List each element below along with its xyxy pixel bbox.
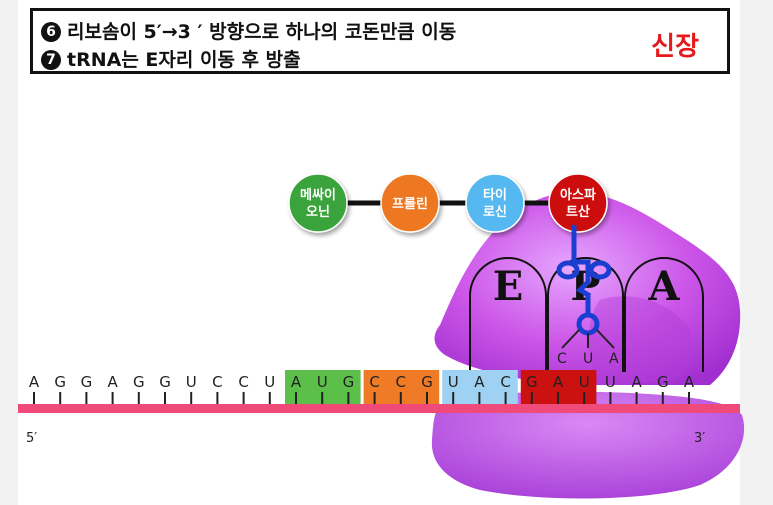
step-7-number: 7 <box>41 50 61 70</box>
trna-left-loop <box>556 260 580 280</box>
mrna-base: A <box>29 373 40 391</box>
mrna-base: G <box>81 373 93 391</box>
mrna-strand <box>18 404 740 413</box>
trna-right-loop <box>588 260 612 280</box>
mrna-base: C <box>396 373 406 391</box>
ribosome-large-subunit <box>434 191 741 385</box>
mrna-base: A <box>631 373 642 391</box>
amino-acid-1: 프롤린 <box>380 173 440 233</box>
site-label-a: A <box>647 263 680 310</box>
step-7-text: tRNA는 E자리 이동 후 방출 <box>67 49 301 71</box>
mrna-base: G <box>159 373 171 391</box>
amino-acid-ball <box>288 173 348 233</box>
mrna-base: G <box>657 373 669 391</box>
amino-acid-ball <box>548 173 608 233</box>
trna-body <box>574 259 592 299</box>
header-box: 6 리보솜이 5′→3 ′ 방향으로 하나의 코돈만큼 이동 7 tRNA는 E자리… <box>30 8 730 74</box>
mrna-base: C <box>500 373 510 391</box>
mrna-base: G <box>343 373 355 391</box>
anticodon-base: C <box>557 351 567 367</box>
site-arch-p <box>547 257 624 372</box>
amino-acid-ball <box>465 173 525 233</box>
elongation-badge: 신장 <box>651 32 699 62</box>
mrna-base: A <box>474 373 485 391</box>
mrna-base: G <box>421 373 433 391</box>
amino-acid-label: 타이 <box>483 187 507 203</box>
step-6-text: 리보솜이 5′→3 ′ 방향으로 하나의 코돈만큼 이동 <box>67 21 457 43</box>
mrna-base: A <box>553 373 564 391</box>
anticodon-stem-left <box>561 329 580 349</box>
amino-acid-label: 로신 <box>483 205 507 220</box>
step-6-line: 6 리보솜이 5′→3 ′ 방향으로 하나의 코돈만큼 이동 <box>41 17 456 44</box>
mrna-base: U <box>448 373 459 391</box>
site-arch-e <box>469 257 547 372</box>
amino-acid-ball <box>380 173 440 233</box>
mrna-base: A <box>684 373 695 391</box>
amino-acid-label: 아스파 <box>560 187 596 203</box>
step-6-number: 6 <box>41 22 61 42</box>
codon-highlights <box>285 370 597 404</box>
amino-acid-label: 오닌 <box>306 205 330 220</box>
trna-molecule: C U A <box>556 225 619 367</box>
anticodon-stem-right <box>596 329 615 349</box>
mrna-base: A <box>107 373 118 391</box>
anticodon-base: A <box>609 351 619 367</box>
mrna-base: U <box>264 373 275 391</box>
mrna-base: U <box>579 373 590 391</box>
three-prime-label: 3′ <box>694 431 705 446</box>
mrna-base: C <box>238 373 248 391</box>
amino-acid-label: 프롤린 <box>392 196 428 212</box>
mrna-base: C <box>369 373 379 391</box>
step-7-line: 7 tRNA는 E자리 이동 후 방출 <box>41 45 301 72</box>
anticodon-base: U <box>583 351 593 367</box>
mrna-base: G <box>133 373 145 391</box>
mrna-base: U <box>186 373 197 391</box>
amino-acid-label: 트산 <box>566 204 590 220</box>
mrna-base: G <box>54 373 66 391</box>
site-label-e: E <box>493 263 524 310</box>
mrna-base: U <box>317 373 328 391</box>
mrna-base: G <box>526 373 538 391</box>
mrna-base: A <box>291 373 302 391</box>
site-arch-a <box>624 257 704 372</box>
ribosome-inner-shading <box>588 296 694 382</box>
five-prime-label: 5′ <box>26 431 37 446</box>
ribosome-small-subunit <box>431 391 745 499</box>
mrna-base: U <box>605 373 616 391</box>
mrna-base: C <box>212 373 222 391</box>
amino-acid-label: 메싸이 <box>300 187 336 203</box>
